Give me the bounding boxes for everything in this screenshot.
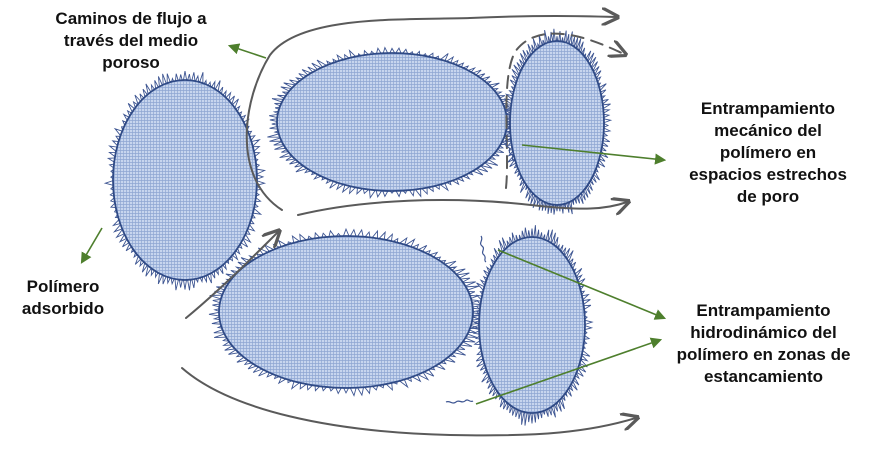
- polymer-strand-top: [481, 236, 486, 262]
- flow-paths-label-line: poroso: [36, 52, 226, 74]
- mechanical-entrapment-label-line: Entrampamiento: [668, 98, 868, 120]
- rock-grains: [113, 41, 604, 413]
- polymer-strand-bottom: [446, 400, 473, 403]
- mechanical-entrapment-label-line: de poro: [668, 186, 868, 208]
- mechanical-entrapment-label-line: mecánico del: [668, 120, 868, 142]
- mechanical-entrapment-label-line: espacios estrechos: [668, 164, 868, 186]
- mechanical-entrapment-label: Entrampamiento mecánico del polímero en …: [668, 98, 868, 208]
- mechanical-entrapment-label-line: polímero en: [668, 142, 868, 164]
- flow-paths-label-line: través del medio: [36, 30, 226, 52]
- flow-path-middle: [298, 200, 627, 215]
- flow-paths-label: Caminos de flujo a través del medio poro…: [36, 8, 226, 74]
- hydrodynamic-entrapment-label-line: polímero en zonas de: [654, 344, 873, 366]
- adsorbed-polymer-label: Polímero adsorbido: [8, 276, 118, 320]
- hydrodynamic-entrapment-label-line: hidrodinámico del: [654, 322, 873, 344]
- grain-top-right: [510, 41, 604, 205]
- pointer-flow-paths: [230, 46, 266, 58]
- grain-top-center: [277, 53, 507, 191]
- adsorbed-polymer-label-line: Polímero: [8, 276, 118, 298]
- grain-left: [113, 80, 257, 280]
- flow-paths-label-line: Caminos de flujo a: [36, 8, 226, 30]
- grain-bottom-center: [219, 236, 473, 388]
- hydrodynamic-entrapment-label-line: Entrampamiento: [654, 300, 873, 322]
- pointer-adsorbed-polymer: [82, 228, 102, 262]
- hydrodynamic-entrapment-label: Entrampamiento hidrodinámico del polímer…: [654, 300, 873, 388]
- adsorbed-polymer-label-line: adsorbido: [8, 298, 118, 320]
- hydrodynamic-entrapment-label-line: estancamiento: [654, 366, 873, 388]
